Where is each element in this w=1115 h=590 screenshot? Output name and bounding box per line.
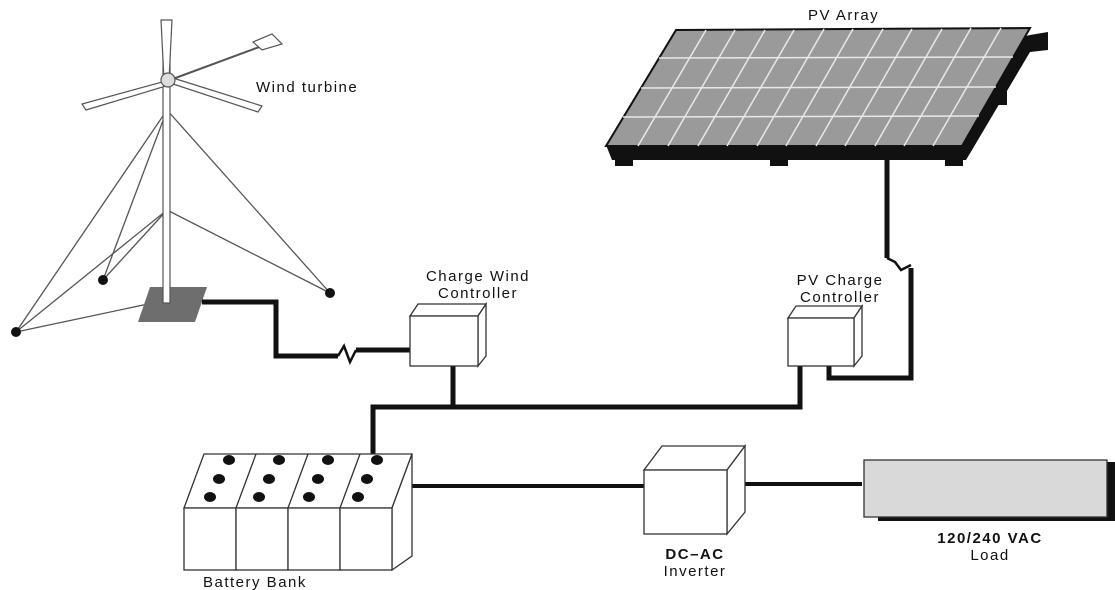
wire-turbine-to-wind-controller: [202, 299, 338, 359]
wire-pv-to-controller-lower: [826, 268, 914, 381]
charge-wind-controller-label-line1: Charge Wind: [425, 268, 531, 285]
turbine-anchor: [11, 327, 21, 337]
turbine-hub: [160, 72, 176, 88]
pv-array: [604, 26, 1048, 166]
battery-bank-label: Battery Bank: [203, 574, 307, 590]
turbine-blades: [81, 19, 263, 113]
pv-charge-controller: [786, 303, 864, 368]
battery-terminals: [204, 455, 383, 502]
dc-ac-inverter: [642, 444, 747, 536]
charge-wind-controller: [408, 301, 488, 368]
turbine-guy-wires: [15, 109, 331, 333]
ac-load: [863, 459, 1115, 521]
battery-bank: [183, 453, 413, 572]
pv-array-grid: [622, 27, 1014, 147]
pv-array-label: PV Array: [808, 7, 880, 24]
pv-charge-controller-label: PV Charge Controller: [770, 272, 910, 306]
inverter-label-line1: DC–AC: [665, 546, 725, 563]
charge-wind-controller-label-line2: Controller: [437, 285, 519, 302]
pv-array-leg: [615, 148, 633, 166]
wire-bus-to-battery: [370, 404, 615, 456]
pv-charge-controller-label-line2: Controller: [799, 289, 881, 306]
turbine-tail-boom: [169, 45, 263, 81]
pv-charge-controller-label-line1: PV Charge: [796, 272, 884, 289]
charge-wind-controller-label: Charge Wind Controller: [398, 268, 558, 302]
load-label-line1: 120/240 VAC: [937, 530, 1043, 547]
wind-turbine: [11, 19, 335, 337]
load-label-line2: Load: [970, 547, 1010, 564]
turbine-tower: [162, 54, 171, 304]
pv-array-leg: [945, 148, 963, 166]
load-label: 120/240 VAC Load: [905, 530, 1075, 564]
turbine-anchor: [98, 275, 108, 285]
inverter-label: DC–AC Inverter: [635, 546, 755, 580]
battery-cell-dividers: [235, 453, 361, 509]
wiring: [202, 160, 914, 488]
turbine-base-plate: [138, 287, 207, 322]
wire-break-symbol: [336, 343, 358, 366]
wire-break-symbol: [886, 256, 912, 272]
turbine-tail-fin: [251, 33, 284, 51]
wire-dc-bus: [450, 364, 803, 410]
inverter-label-line2: Inverter: [663, 563, 727, 580]
turbine-anchor: [325, 288, 335, 298]
pv-array-leg: [770, 148, 788, 166]
wind-turbine-label: Wind turbine: [256, 79, 359, 96]
